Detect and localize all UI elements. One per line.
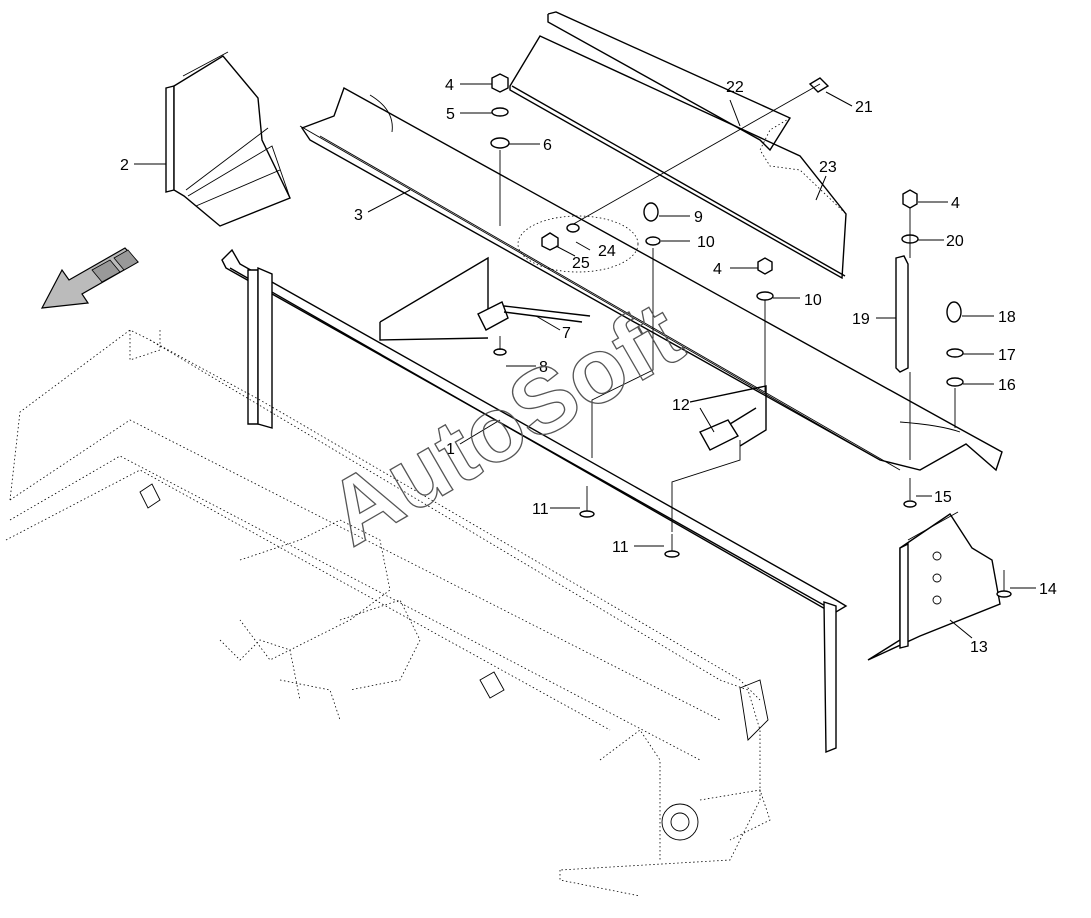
label-4-right: 4 xyxy=(951,195,960,212)
center-support-plate xyxy=(379,256,767,451)
label-9: 9 xyxy=(694,209,703,226)
label-13: 13 xyxy=(970,639,988,656)
label-12: 12 xyxy=(672,397,690,414)
label-6: 6 xyxy=(543,137,552,154)
label-18: 18 xyxy=(998,309,1016,326)
hardware-fasteners xyxy=(490,73,1012,598)
label-16: 16 xyxy=(998,377,1016,394)
left-side-deflector xyxy=(165,51,291,227)
label-24: 24 xyxy=(598,243,616,260)
label-4-top: 4 xyxy=(445,77,454,94)
travel-direction-arrow-icon xyxy=(40,247,139,309)
upper-cover-plate xyxy=(509,11,847,280)
label-19: 19 xyxy=(852,311,870,328)
label-8: 8 xyxy=(539,359,548,376)
long-lower-beam xyxy=(221,248,848,754)
label-5: 5 xyxy=(446,106,455,123)
label-10-center: 10 xyxy=(804,292,822,309)
leader-lines xyxy=(134,83,1036,639)
label-17: 17 xyxy=(998,347,1016,364)
label-21: 21 xyxy=(855,99,873,116)
label-25: 25 xyxy=(572,255,590,272)
label-2: 2 xyxy=(120,157,129,174)
label-7: 7 xyxy=(562,325,571,342)
label-10-left: 10 xyxy=(697,234,715,251)
label-20: 20 xyxy=(946,233,964,250)
vertical-support-rod xyxy=(895,255,909,373)
label-14: 14 xyxy=(1039,581,1057,598)
header-machine-body xyxy=(5,329,771,897)
label-11-lower: 11 xyxy=(612,539,629,556)
label-15: 15 xyxy=(934,489,952,506)
label-23: 23 xyxy=(819,159,837,176)
right-side-deflector xyxy=(867,511,1001,661)
label-4-center: 4 xyxy=(713,261,722,278)
label-11-upper: 11 xyxy=(532,501,549,518)
long-upper-rail xyxy=(299,86,1003,472)
label-22: 22 xyxy=(726,79,744,96)
label-1: 1 xyxy=(446,441,455,458)
watermark-text: AutoSoft xyxy=(311,283,698,565)
part-number-labels: 1 2 3 4 5 6 7 8 9 10 10 11 11 12 13 14 1… xyxy=(120,77,1057,656)
label-3: 3 xyxy=(354,207,363,224)
